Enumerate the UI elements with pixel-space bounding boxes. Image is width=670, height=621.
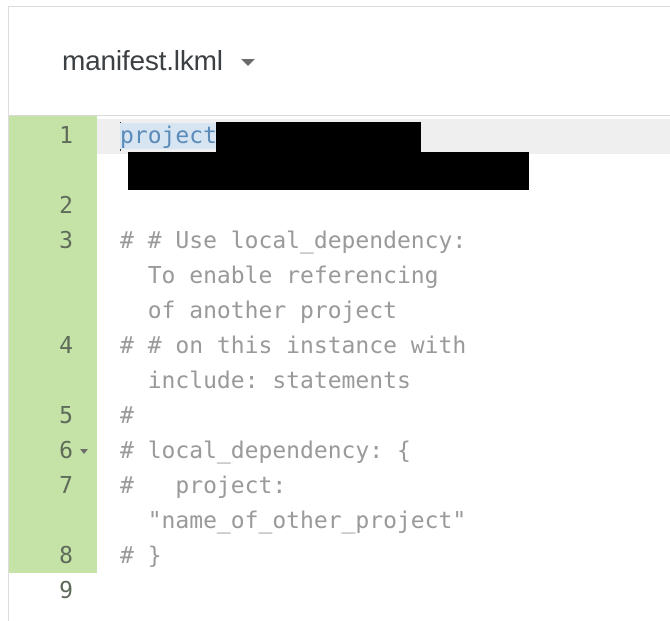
chevron-down-icon[interactable] (240, 59, 255, 66)
fold-arrow-icon[interactable] (80, 449, 88, 454)
changed-lines-marker (9, 116, 97, 573)
code-line[interactable]: # local_dependency: { (120, 438, 411, 464)
code-line[interactable]: include: statements (120, 368, 411, 394)
line-number: 9 (59, 578, 73, 604)
code-line[interactable]: # # Use local_dependency: (120, 228, 467, 254)
file-selector[interactable]: manifest.lkml (62, 43, 255, 79)
line-number: 8 (59, 543, 73, 569)
code-line[interactable]: # project: (120, 473, 287, 499)
code-line[interactable]: # (120, 403, 134, 429)
redacted-value (216, 122, 421, 154)
line-number: 1 (59, 123, 73, 149)
redacted-value (128, 152, 529, 190)
file-name: manifest.lkml (62, 45, 223, 76)
line-number: 4 (59, 333, 73, 359)
code-line[interactable]: "name_of_other_project" (120, 508, 467, 534)
line-number: 2 (59, 193, 73, 219)
line-number: 6 (59, 438, 73, 464)
code-line[interactable]: of another project (120, 298, 397, 324)
code-editor[interactable]: 1 2 3 4 5 6 7 8 9 project_name: # # Use … (9, 116, 670, 621)
editor-window: manifest.lkml 1 2 3 4 5 6 7 8 9 project_… (8, 6, 670, 621)
line-number-gutter: 1 2 3 4 5 6 7 8 9 (9, 116, 97, 621)
code-line[interactable]: To enable referencing (120, 263, 439, 289)
code-line[interactable]: # } (120, 543, 162, 569)
file-header: manifest.lkml (9, 7, 670, 116)
line-number: 3 (59, 228, 73, 254)
line-number: 7 (59, 473, 73, 499)
code-line[interactable]: # # on this instance with (120, 333, 467, 359)
line-number: 5 (59, 403, 73, 429)
